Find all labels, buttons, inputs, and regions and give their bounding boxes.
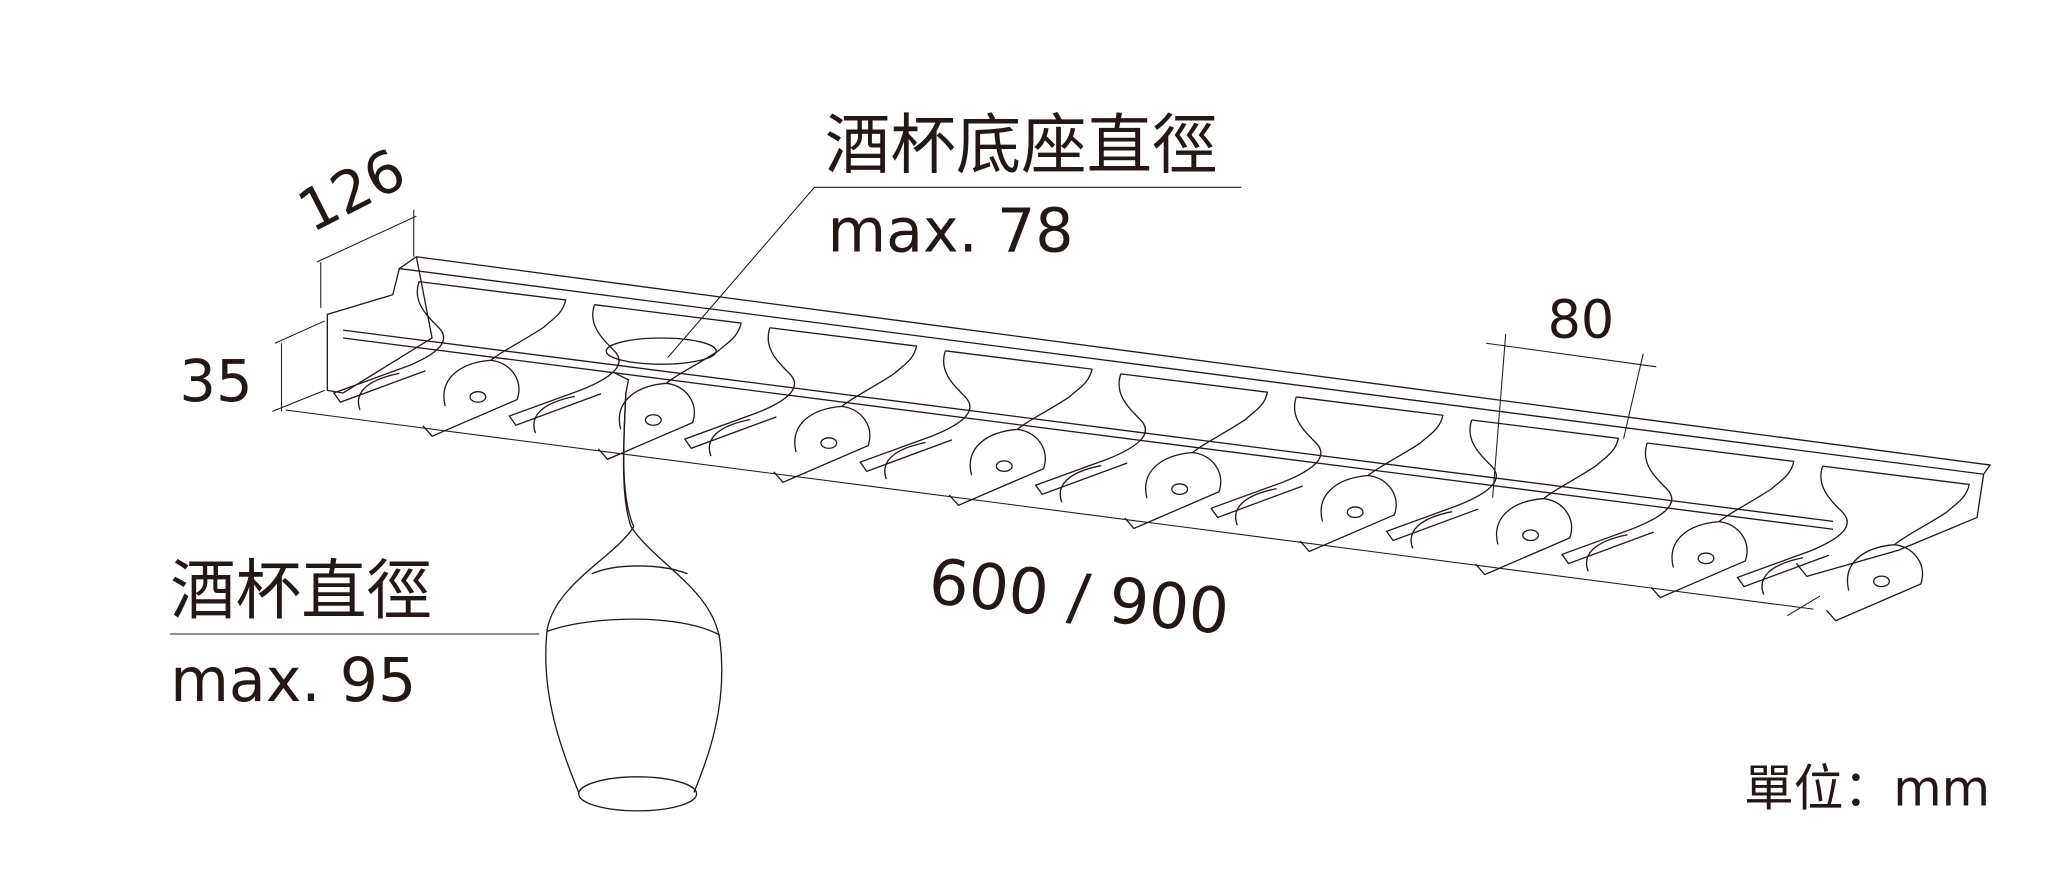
wine-glass-drawing [545, 337, 723, 812]
holder-slot [332, 280, 567, 438]
mounting-hole [995, 460, 1013, 472]
rack-left-end [326, 256, 433, 394]
holder-slot [508, 304, 742, 461]
mounting-hole [1171, 483, 1189, 496]
mounting-hole [820, 437, 838, 449]
pitch-dimension-label: 80 [1548, 290, 1615, 351]
base-diameter-value: max. 78 [827, 197, 1073, 267]
rack-right-end [1795, 474, 1985, 578]
holder-slot [1560, 442, 1795, 599]
depth-dimension-label: 126 [288, 136, 416, 246]
holder-slot [1034, 373, 1269, 530]
rack-bottom-rail [342, 329, 1834, 530]
mounting-hole [1872, 575, 1890, 588]
mounting-hole [1522, 529, 1540, 542]
mounting-hole [1697, 552, 1715, 565]
wine-glass-rack-drawing [326, 256, 1992, 578]
unit-label: 單位：mm [1744, 760, 1990, 818]
holder-slot [859, 350, 1093, 507]
glass-diameter-value: max. 95 [170, 646, 416, 716]
mounting-hole [469, 391, 487, 403]
rack-back-rail [397, 256, 1992, 475]
height-dimension-label: 35 [179, 348, 252, 415]
holder-slot [1736, 465, 1970, 622]
dimension-lines [170, 186, 1821, 635]
glass-diameter-title: 酒杯直徑 [170, 553, 432, 629]
holder-slot [1210, 396, 1444, 553]
mounting-hole [1346, 506, 1364, 519]
mounting-hole [644, 414, 662, 426]
base-diameter-title: 酒杯底座直徑 [825, 108, 1218, 184]
holder-slot [683, 327, 918, 484]
length-dimension-label: 600 / 900 [925, 545, 1232, 649]
